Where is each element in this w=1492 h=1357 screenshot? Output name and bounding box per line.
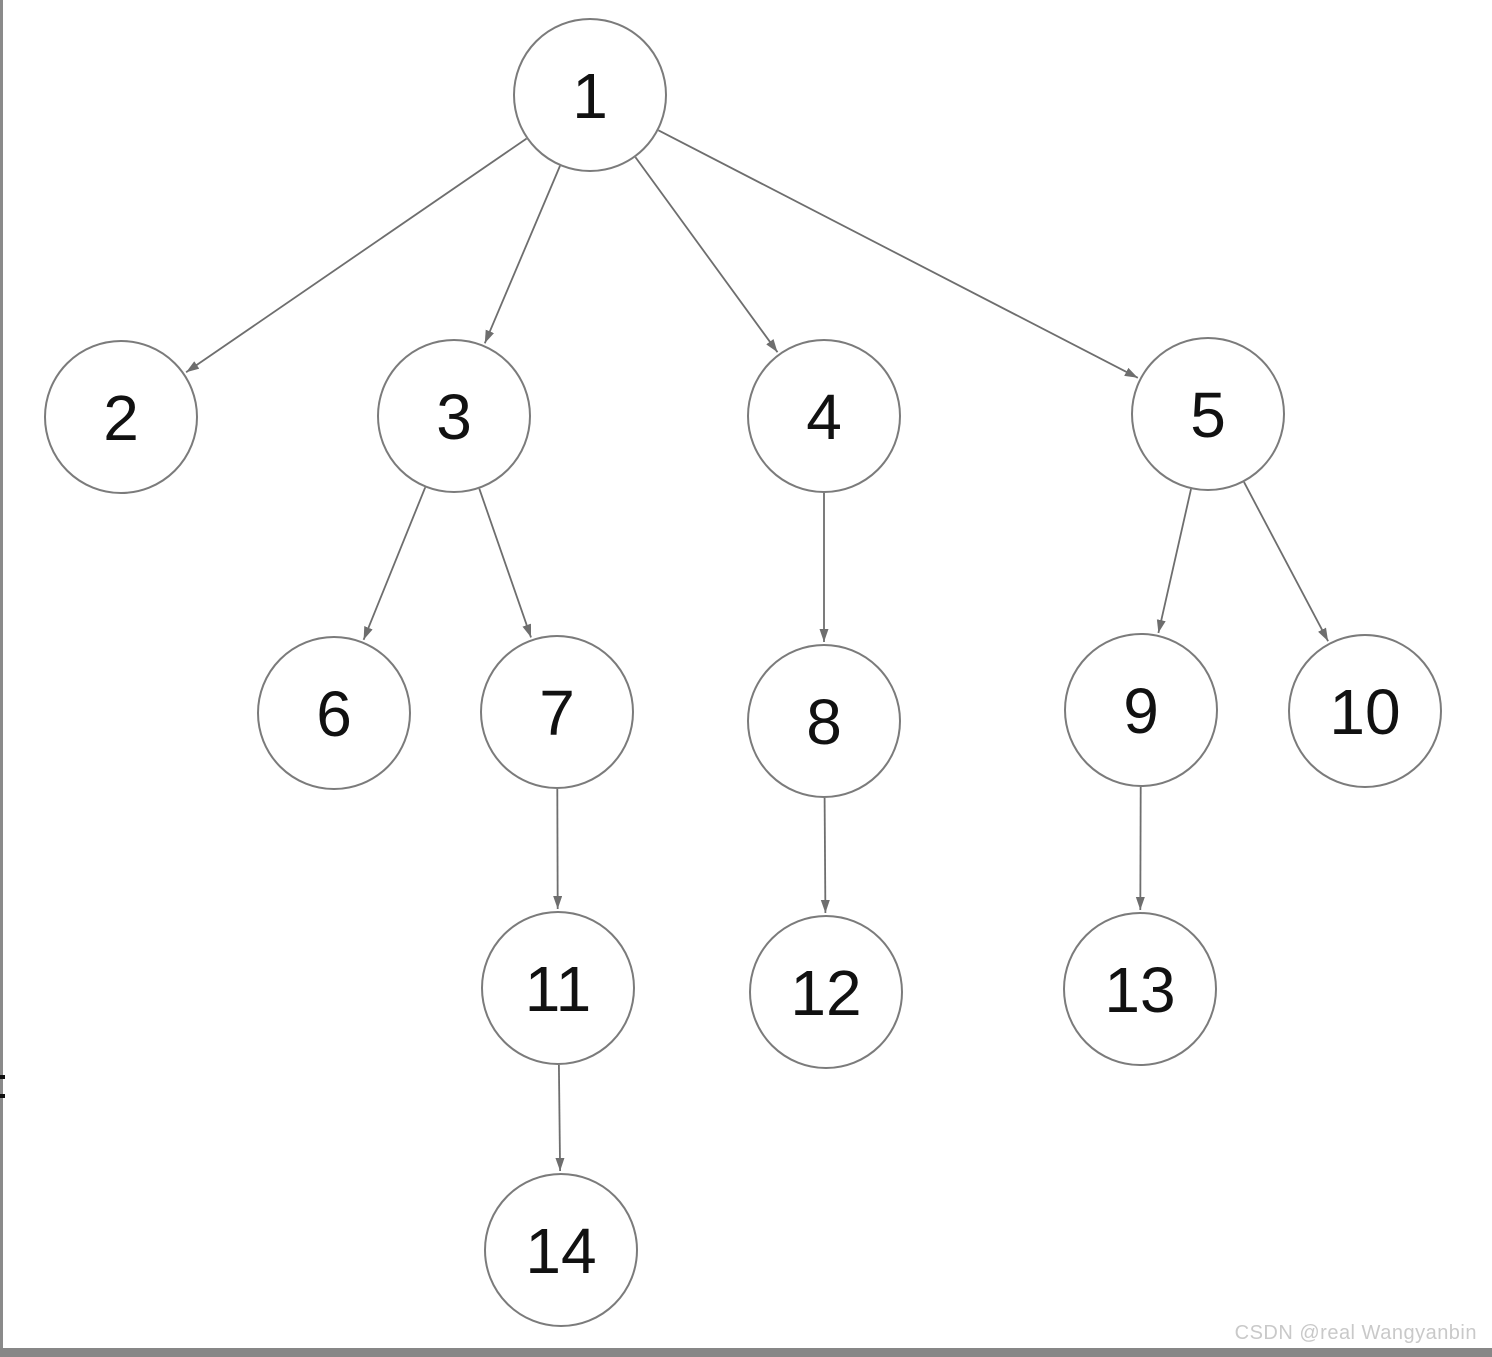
edge-1-4 [634,156,779,353]
node-circle-9 [1064,633,1218,787]
tree-node-8: 8 [747,644,901,798]
node-circle-7 [480,635,634,789]
node-label-14: 14 [525,1215,596,1287]
node-circle-3 [377,339,531,493]
node-label-3: 3 [436,381,472,453]
node-label-12: 12 [790,957,861,1029]
tree-node-10: 10 [1288,634,1442,788]
node-label-2: 2 [103,382,139,454]
node-label-1: 1 [572,60,608,132]
bottom-bar [0,1348,1492,1357]
edge-1-3 [483,165,561,344]
edge-3-6 [362,487,427,641]
node-label-13: 13 [1104,954,1175,1026]
node-circle-1 [513,18,667,172]
node-circle-11 [481,911,635,1065]
node-label-5: 5 [1190,379,1226,451]
edge-1-5 [657,129,1139,379]
edge-5-10 [1243,481,1329,642]
node-circle-5 [1131,337,1285,491]
tree-node-7: 7 [480,635,634,789]
node-label-9: 9 [1123,675,1159,747]
tree-node-5: 5 [1131,337,1285,491]
tree-node-12: 12 [749,915,903,1069]
tree-node-11: 11 [481,911,635,1065]
edge-1-2 [185,137,528,374]
tree-node-14: 14 [484,1173,638,1327]
edge-5-9 [1156,488,1192,634]
node-circle-2 [44,340,198,494]
tree-node-1: 1 [513,18,667,172]
left-edge-artifact [0,1075,5,1079]
node-circle-6 [257,636,411,790]
node-circle-4 [747,339,901,493]
node-circle-8 [747,644,901,798]
node-label-6: 6 [316,678,352,750]
tree-node-4: 4 [747,339,901,493]
node-label-7: 7 [539,677,575,749]
tree-node-13: 13 [1063,912,1217,1066]
edge-8-12 [820,797,830,914]
left-edge-artifact [0,1094,5,1098]
tree-node-3: 3 [377,339,531,493]
node-circle-12 [749,915,903,1069]
node-circle-13 [1063,912,1217,1066]
watermark-text: CSDN @real Wangyanbin [1234,1322,1477,1344]
node-label-4: 4 [806,381,842,453]
node-circle-14 [484,1173,638,1327]
edge-3-7 [478,488,532,638]
tree-node-6: 6 [257,636,411,790]
node-circle-10 [1288,634,1442,788]
tree-node-2: 2 [44,340,198,494]
tree-node-9: 9 [1064,633,1218,787]
left-border [0,0,3,1357]
node-label-11: 11 [525,953,591,1025]
edge-11-14 [555,1064,565,1172]
node-label-8: 8 [806,686,842,758]
node-label-10: 10 [1329,676,1400,748]
